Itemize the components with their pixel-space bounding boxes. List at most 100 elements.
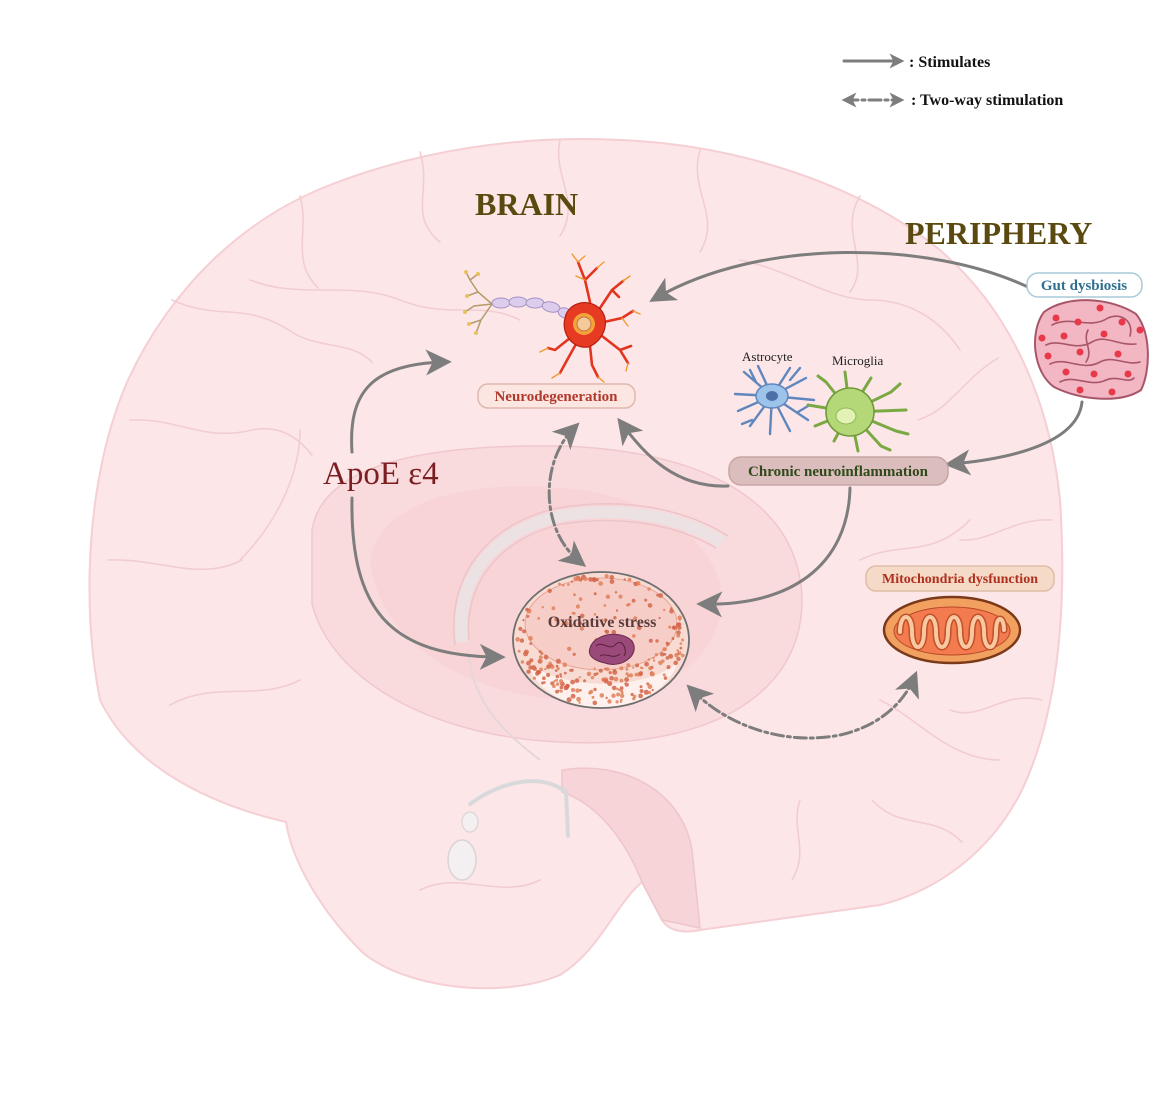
neuron-terminal	[467, 322, 471, 326]
oxidative-stress-dot	[647, 690, 652, 695]
oxidative-stress-dots	[515, 574, 685, 706]
oxidative-stress-dot	[681, 638, 685, 642]
oxidative-stress-dot	[613, 616, 617, 620]
apoe-e4-label: ApoE ε4	[323, 456, 439, 492]
oxidative-stress-dot	[604, 629, 608, 633]
oxidative-stress-dot	[607, 699, 612, 704]
oxidative-stress-dot	[570, 693, 576, 699]
oxidative-stress-dot	[555, 674, 560, 679]
oxidative-stress-dot	[555, 678, 559, 682]
oxidative-stress-dot	[624, 677, 629, 682]
oxidative-stress-dot	[619, 686, 624, 691]
gut-dot	[1090, 370, 1098, 378]
gut-dot	[1076, 348, 1084, 356]
gut-dysbiosis-box	[1026, 272, 1143, 298]
gyrus-line	[239, 429, 301, 561]
oxidative-stress-dot	[652, 659, 656, 662]
oxidative-stress-dot	[579, 689, 582, 692]
oxidative-stress-dot	[647, 658, 651, 661]
oxidative-stress-dot	[568, 623, 573, 628]
gut-dot	[1124, 370, 1132, 378]
oxidative-stress-dot	[538, 655, 543, 660]
gut-dot	[1136, 326, 1144, 334]
oxidative-stress-dot	[618, 594, 623, 599]
oxidative-stress-dot	[543, 654, 549, 660]
oxidative-stress-dot	[548, 661, 552, 666]
oxidative-stress-dot	[626, 663, 631, 668]
oxidative-stress-dot	[643, 689, 649, 695]
oxidative-stress-dot	[605, 594, 611, 599]
arrow-two-way-neurodegeneration-oxidative-stress	[547, 422, 587, 567]
oxidative-stress-dot	[578, 597, 583, 601]
oxidative-stress-dot	[577, 578, 581, 582]
oxidative-stress-dot	[572, 612, 576, 615]
arrow-neuroinflammation-to-neurodegeneration	[617, 417, 730, 488]
oxidative-stress-dot	[572, 652, 576, 656]
gyrus-line	[129, 419, 313, 456]
oxidative-stress-dot	[676, 630, 681, 635]
neuron-terminal	[463, 310, 467, 314]
gut-dot	[1060, 332, 1068, 340]
neuron-terminal-branches	[464, 271, 493, 334]
oxidative-stress-dot	[641, 667, 644, 670]
gut-dot	[1108, 388, 1116, 396]
oxidative-stress-dot	[614, 591, 618, 594]
oxidative-stress-dot	[651, 688, 654, 692]
gut-bacteria-dots	[1038, 304, 1144, 396]
oxidative-stress-dot	[567, 583, 570, 586]
oxidative-stress-dot	[573, 576, 578, 581]
oxidative-stress-dot	[648, 638, 653, 643]
oxidative-stress-dot	[593, 672, 597, 677]
oxidative-stress-dot	[603, 678, 609, 684]
pituitary-stalk	[468, 779, 570, 838]
oxidative-stress-dot	[660, 652, 665, 657]
oxidative-stress-dot	[647, 684, 653, 689]
legend-stimulates-label: : Stimulates	[909, 54, 990, 71]
oxidative-stress-dot	[558, 582, 561, 586]
oxidative-stress-dot	[639, 689, 644, 693]
oxidative-stress-dot	[555, 658, 561, 664]
oxidative-stress-dot	[648, 666, 653, 671]
gut-dot	[1100, 330, 1108, 338]
oxidative-stress-dot	[654, 653, 659, 657]
neuron-terminal	[474, 331, 478, 335]
oxidative-stress-dot	[559, 689, 563, 693]
gyrus-line	[107, 559, 243, 571]
oxidative-stress-dot	[644, 661, 649, 667]
oxidative-stress-dot	[662, 673, 666, 677]
gut-dot	[1096, 304, 1104, 312]
chronic-neuroinflammation-label: Chronic neuroinflammation	[748, 464, 929, 480]
oxidative-stress-dot	[540, 660, 543, 663]
oxidative-stress-dot	[546, 664, 551, 669]
oxidative-stress-dot	[619, 666, 624, 671]
oxidative-stress-dot	[681, 653, 685, 658]
oxidative-stress-dot	[588, 577, 593, 582]
mitochondria-dysfunction-label: Mitochondria dysfunction	[882, 572, 1038, 587]
oxidative-stress-dot	[669, 608, 674, 614]
oxidative-stress-dot	[539, 667, 543, 672]
oxidative-stress-dot	[555, 689, 559, 694]
oxidative-stress-dot	[627, 577, 632, 582]
oxidative-stress-dot	[522, 619, 525, 622]
chronic-neuroinflammation-node: Chronic neuroinflammation	[728, 456, 949, 486]
oxidative-stress-dot	[575, 688, 580, 693]
oxidative-stress-dot	[528, 635, 533, 641]
oxidative-stress-dot	[566, 684, 570, 688]
gyrus-line	[959, 519, 1053, 541]
oxidative-stress-dot	[540, 652, 544, 655]
oxidative-stress-dot	[607, 681, 613, 687]
oxidative-stress-dot	[650, 671, 655, 677]
oxidative-stress-dot	[552, 684, 556, 688]
oxidative-stress-dot	[604, 574, 609, 579]
oxidative-stress-dot	[546, 672, 551, 678]
oxidative-stress-dot	[517, 649, 521, 653]
gut-outline	[1033, 299, 1149, 400]
oxidative-stress-dot	[608, 671, 612, 675]
oxidative-stress-dot	[609, 579, 615, 584]
pathway-arrows	[350, 250, 1084, 740]
arrow-apoe-to-oxidative-stress	[350, 496, 506, 670]
neuron-terminal	[476, 272, 480, 276]
oxidative-stress-dot	[675, 622, 681, 628]
oxidative-stress-dot	[555, 664, 559, 668]
oxidative-stress-dot	[620, 689, 624, 693]
